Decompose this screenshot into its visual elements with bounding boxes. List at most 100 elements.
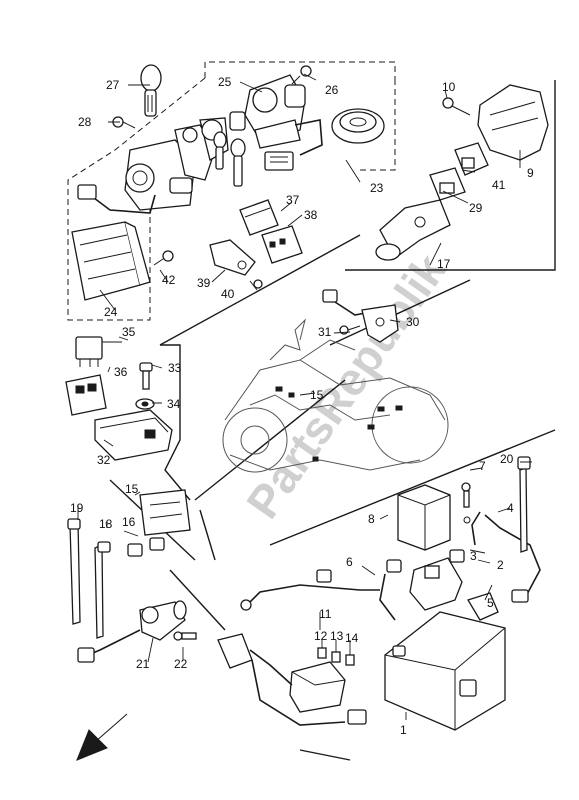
callout-14: 14 [345, 631, 359, 645]
callout-31: 31 [318, 325, 332, 339]
callout-15a: 15 [310, 388, 324, 402]
wire-harness-part-15 [139, 489, 191, 536]
relay-part-8 [397, 484, 451, 551]
callout-36: 36 [114, 365, 128, 379]
band-part-18 [94, 541, 111, 639]
seat-lock-part-25 [229, 74, 323, 171]
callout-22: 22 [174, 657, 188, 671]
callout-7: 7 [479, 459, 486, 473]
band-part-20 [517, 456, 531, 553]
bracket-part-41 [454, 142, 489, 176]
callout-4: 4 [507, 501, 514, 515]
direction-arrow-icon [76, 713, 128, 761]
horn-part-17 [375, 199, 451, 261]
frame-line [159, 234, 361, 346]
screw-part-22 [173, 631, 197, 641]
connector-part-38 [261, 225, 303, 264]
callout-40: 40 [221, 287, 235, 301]
lead-wire-part-6 [240, 559, 402, 621]
band-part-19 [67, 518, 81, 625]
callout-25: 25 [218, 75, 232, 89]
callout-2: 2 [497, 558, 504, 572]
screw-part-28 [112, 116, 136, 129]
callout-18: 18 [99, 517, 113, 531]
callout-32: 32 [97, 453, 111, 467]
switch-part-21 [77, 600, 187, 663]
callout-1: 1 [400, 723, 407, 737]
washer-part-34 [135, 398, 155, 410]
cover-part-5 [467, 592, 499, 621]
callout-20: 20 [500, 452, 514, 466]
starter-relay-part-2 [409, 549, 465, 611]
connector-part-16 [127, 537, 165, 557]
sensor-part-30 [322, 289, 399, 343]
frame-line [194, 379, 346, 501]
callout-3: 3 [470, 549, 477, 563]
connector-part-37 [239, 199, 279, 236]
callout-41: 41 [492, 178, 506, 192]
relay-part-35 [75, 336, 122, 367]
callout-10: 10 [442, 80, 456, 94]
cover-part-9 [477, 84, 549, 161]
callout-38: 38 [304, 208, 318, 222]
callout-37: 37 [286, 193, 300, 207]
fuse-part-14 [345, 654, 355, 666]
callout-16: 16 [122, 515, 136, 529]
callout-28: 28 [78, 115, 92, 129]
callout-29: 29 [469, 201, 483, 215]
wire-harness-main [217, 633, 367, 726]
callout-23: 23 [370, 181, 384, 195]
connector-part-29 [429, 167, 466, 201]
key-set [213, 131, 246, 187]
callout-34: 34 [167, 397, 181, 411]
callout-5: 5 [487, 596, 494, 610]
callout-39: 39 [197, 276, 211, 290]
group-box-dashed [204, 61, 396, 171]
callout-9: 9 [527, 166, 534, 180]
callout-27: 27 [106, 78, 120, 92]
bracket-part-39 [209, 239, 256, 276]
callout-26: 26 [325, 83, 339, 97]
callout-8: 8 [368, 512, 375, 526]
leader-lines [77, 73, 532, 720]
callout-19: 19 [70, 501, 84, 515]
fuse-part-13 [331, 651, 341, 663]
ecu-part-24 [71, 221, 151, 301]
bolt-part-26 [291, 65, 312, 85]
key-part-27 [140, 64, 162, 117]
nut-part-40 [253, 279, 263, 289]
frame-line [199, 509, 216, 561]
callout-42: 42 [162, 273, 176, 287]
callout-15b: 15 [125, 482, 139, 496]
fuse-part-12 [317, 647, 327, 659]
callout-33: 33 [168, 361, 182, 375]
group-box-dashed-left [67, 77, 206, 321]
bolt-part-42 [153, 250, 174, 266]
callout-11: 11 [319, 607, 332, 621]
callout-17: 17 [437, 257, 451, 271]
frame-line [299, 749, 351, 761]
frame-line [269, 429, 556, 546]
fuel-cap [331, 108, 385, 144]
bolt-part-10 [442, 97, 471, 116]
frame-line [329, 279, 471, 346]
motorcycle-outline [222, 318, 449, 473]
bolt-part-33 [139, 362, 153, 390]
callout-13: 13 [330, 629, 344, 643]
frame-line [345, 80, 556, 271]
fuse-box-part-32 [94, 409, 173, 461]
battery-part-1 [384, 611, 506, 731]
callout-6: 6 [346, 555, 353, 569]
relay-part-36 [65, 374, 107, 416]
callout-24: 24 [104, 305, 118, 319]
fuse-box-part-11 [289, 661, 346, 713]
callout-21: 21 [136, 657, 150, 671]
callout-35: 35 [122, 325, 136, 339]
frame-line [169, 569, 226, 631]
cable-part-4 [471, 511, 541, 603]
main-switch-assembly [77, 117, 229, 214]
callout-12: 12 [314, 629, 328, 643]
